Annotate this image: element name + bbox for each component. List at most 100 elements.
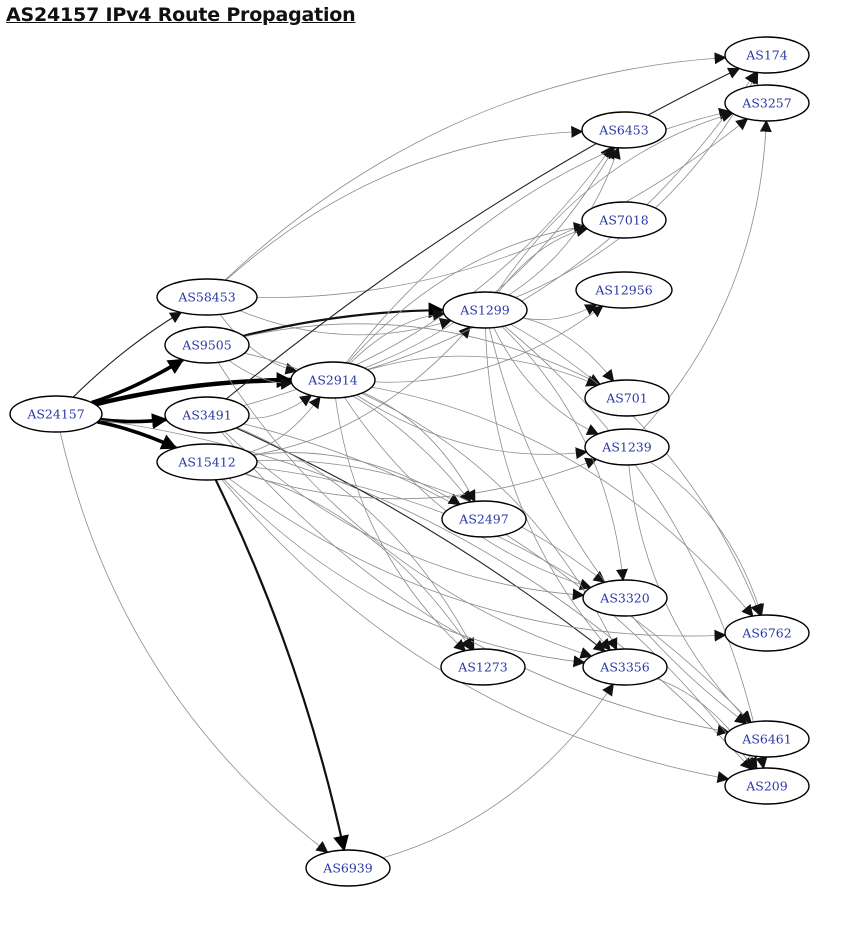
node-label: AS209 [745, 779, 787, 794]
node-ellipse [156, 443, 258, 481]
edge-as9505-to-as2914 [228, 360, 293, 390]
node-ellipse [724, 614, 810, 652]
node-label: AS24157 [26, 407, 84, 422]
node-label: AS9505 [181, 338, 231, 353]
node-label: AS58453 [177, 290, 235, 305]
edge-as1299-to-as7018 [497, 225, 589, 294]
node-as1299[interactable]: AS1299 [442, 291, 528, 329]
node-as1273[interactable]: AS1273 [440, 648, 526, 686]
node-ellipse [724, 36, 810, 74]
node-ellipse [584, 379, 670, 417]
edge-as1299-to-as701 [522, 317, 615, 382]
node-as6453[interactable]: AS6453 [581, 111, 667, 149]
node-label: AS15412 [177, 455, 235, 470]
edge-as58453-to-as6453 [225, 125, 584, 281]
edge-as24157-to-as58453 [72, 311, 183, 398]
edge-as3491-to-as6461 [220, 431, 730, 736]
node-as6461[interactable]: AS6461 [724, 720, 810, 758]
node-ellipse [582, 648, 668, 686]
edge-as3491-to-as1273 [236, 427, 475, 651]
edge-as1239-to-as6461 [628, 464, 752, 724]
edge-as15412-to-as1239 [244, 457, 598, 500]
node-as174[interactable]: AS174 [724, 36, 810, 74]
node-as7018[interactable]: AS7018 [581, 201, 667, 239]
node-as3491[interactable]: AS3491 [164, 396, 250, 434]
edge-as1299-to-as174 [515, 71, 759, 298]
edge-as24157-to-as6939 [59, 431, 329, 854]
edge-as3491-to-as174 [225, 67, 741, 400]
edge-as58453-to-as3257 [256, 118, 749, 299]
node-as701[interactable]: AS701 [584, 379, 670, 417]
edge-as58453-to-as2914 [219, 314, 298, 375]
edge-as2914-to-as7018 [347, 221, 586, 364]
node-as3320[interactable]: AS3320 [582, 579, 668, 617]
node-as2497[interactable]: AS2497 [441, 500, 527, 538]
node-ellipse [441, 500, 527, 538]
node-as3356[interactable]: AS3356 [582, 648, 668, 686]
node-label: AS174 [745, 48, 787, 63]
edge-as2914-to-as1273 [335, 397, 467, 652]
node-ellipse [575, 271, 673, 309]
edge-as1299-to-as3320 [501, 326, 628, 582]
edge-as24157-to-as209 [99, 419, 753, 771]
edge-as9505-to-as2497 [244, 352, 472, 503]
node-as2914[interactable]: AS2914 [290, 361, 376, 399]
edge-as2914-to-as12956 [374, 305, 604, 383]
node-ellipse [164, 326, 250, 364]
node-as6939[interactable]: AS6939 [305, 849, 391, 887]
node-ellipse [582, 579, 668, 617]
edge-as1299-to-as1239 [493, 327, 600, 436]
edge-as2914-to-as6453 [364, 146, 615, 369]
edge-as24157-to-as9505 [91, 358, 185, 405]
node-label: AS701 [605, 391, 647, 406]
node-as15412[interactable]: AS15412 [156, 443, 258, 481]
node-ellipse [164, 396, 250, 434]
edge-as2914-to-as2497 [362, 392, 476, 503]
node-layer: AS24157AS58453AS9505AS3491AS15412AS2914A… [9, 36, 810, 887]
node-as24157[interactable]: AS24157 [9, 395, 103, 433]
edge-as3491-to-as209 [243, 423, 755, 770]
edge-as3491-to-as6453 [242, 146, 613, 407]
edge-as9505-to-as701 [244, 323, 602, 385]
edge-as1299-to-as3257 [496, 110, 734, 293]
edge-as9505-to-as3356 [217, 362, 593, 659]
node-label: AS7018 [598, 213, 648, 228]
node-label: AS3320 [599, 591, 649, 606]
edge-as2914-to-as701 [367, 355, 599, 387]
node-label: AS1273 [457, 660, 507, 675]
edge-as3491-to-as3356 [235, 427, 606, 652]
node-ellipse [724, 84, 810, 122]
edge-as24157-to-as15412 [97, 420, 178, 450]
node-ellipse [9, 395, 103, 433]
edge-as2914-to-as6762 [371, 386, 754, 618]
node-as58453[interactable]: AS58453 [156, 278, 258, 316]
node-as6762[interactable]: AS6762 [724, 614, 810, 652]
edge-as58453-to-as174 [224, 52, 727, 281]
edge-as3491-to-as2914 [248, 394, 313, 419]
edge-as6939-to-as3356 [382, 683, 614, 859]
edge-as1299-to-as6453 [508, 146, 621, 296]
node-label: AS6939 [322, 861, 372, 876]
node-as1239[interactable]: AS1239 [584, 428, 670, 466]
node-label: AS2497 [458, 512, 508, 527]
node-ellipse [290, 361, 376, 399]
edge-as1239-to-as3257 [641, 119, 772, 431]
node-label: AS1299 [459, 303, 509, 318]
edge-as1299-to-as209 [504, 325, 768, 770]
edge-as15412-to-as6939 [214, 479, 349, 852]
node-as209[interactable]: AS209 [724, 767, 810, 805]
node-as3257[interactable]: AS3257 [724, 84, 810, 122]
edge-as15412-to-as3320 [256, 459, 606, 583]
node-ellipse [581, 201, 667, 239]
node-ellipse [442, 291, 528, 329]
node-as9505[interactable]: AS9505 [164, 326, 250, 364]
page-title: AS24157 IPv4 Route Propagation [6, 4, 356, 26]
node-as12956[interactable]: AS12956 [575, 271, 673, 309]
edge-as1299-to-as6461 [488, 327, 748, 725]
edge-as15412-to-as2914 [248, 396, 321, 453]
node-ellipse [584, 428, 670, 466]
node-label: AS1239 [601, 440, 651, 455]
edge-as15412-to-as1299 [252, 325, 471, 456]
edge-as2914-to-as1299 [349, 308, 445, 364]
edge-as1299-to-as12956 [522, 304, 598, 321]
